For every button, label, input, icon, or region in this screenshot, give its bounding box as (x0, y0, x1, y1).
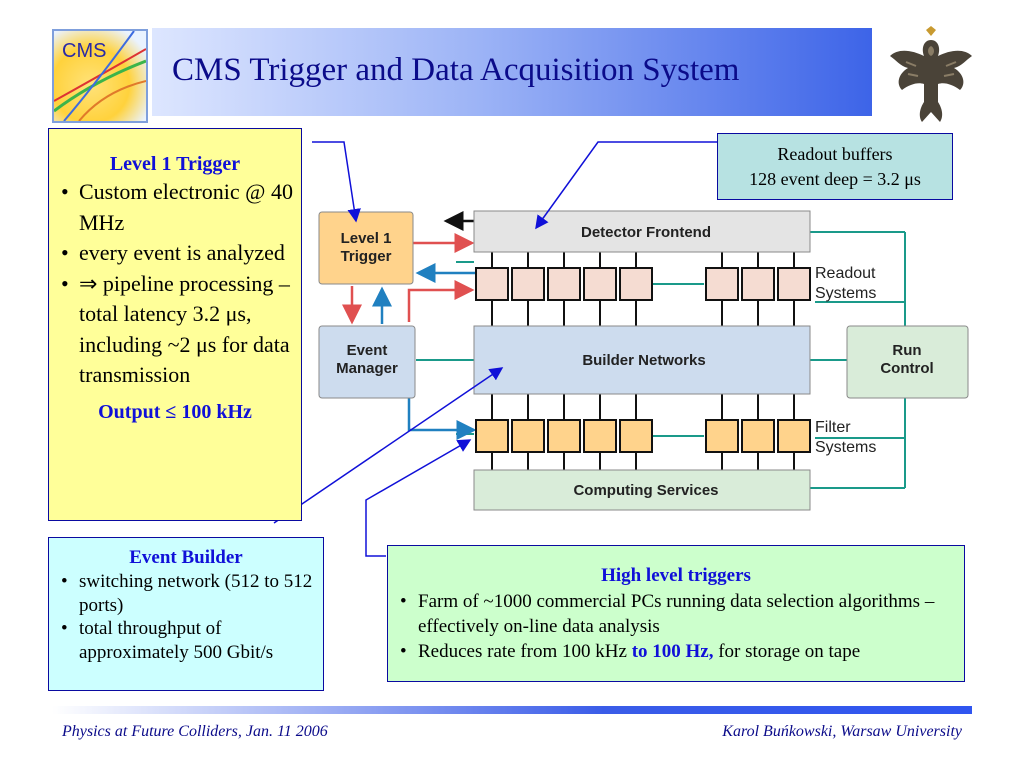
builder-networks-label: Builder Networks (582, 352, 705, 369)
page-title: CMS Trigger and Data Acquisition System (172, 52, 740, 88)
level1-trigger-label-line2: Trigger (341, 248, 392, 265)
level1-trigger-list: Custom electronic @ 40 MHz every event i… (57, 177, 301, 391)
readout-systems-label-line1: Readout (815, 265, 876, 282)
readout-buffers-title: Readout buffers (777, 144, 893, 164)
event-manager-label-line1: Event (347, 342, 388, 359)
run-control-label-line1: Run (892, 342, 921, 359)
rate-text-end: for storage on tape (713, 641, 861, 662)
level1-trigger-heading: Level 1 Trigger (109, 153, 241, 175)
readout-buffers-note: Readout buffers 128 event deep = 3.2 μs (717, 133, 953, 200)
high-level-triggers-note: High level triggers Farm of ~1000 commer… (387, 545, 965, 682)
high-level-triggers-heading: High level triggers (601, 565, 751, 586)
high-level-triggers-list: Farm of ~1000 commercial PCs running dat… (396, 589, 964, 664)
list-item: switching network (512 to 512 ports) (57, 570, 323, 617)
filter-systems-label-line1: Filter (815, 419, 851, 436)
control-network-lines (416, 231, 906, 489)
level1-trigger-block (318, 211, 414, 285)
cms-logo-text: CMS (62, 40, 106, 62)
footer-event: Physics at Future Colliders, Jan. 11 200… (62, 723, 328, 740)
callout-pointers (273, 141, 717, 557)
footer-divider (52, 706, 972, 714)
list-item: total throughput of approximately 500 Gb… (57, 617, 323, 664)
computing-services-label: Computing Services (573, 482, 718, 499)
cms-logo-icon: CMS (52, 29, 148, 123)
run-control-label-line2: Control (880, 360, 933, 377)
rate-text-highlight: to 100 Hz, (631, 641, 714, 662)
module-links (491, 252, 795, 470)
run-control-block (846, 325, 969, 399)
detector-frontend-block (473, 210, 811, 253)
builder-networks-block (473, 325, 811, 395)
event-builder-heading: Event Builder (129, 547, 243, 568)
list-item: Reduces rate from 100 kHz to 100 Hz, for… (396, 639, 964, 664)
readout-modules (475, 267, 811, 301)
level1-output-rate: Output ≤ 100 kHz (98, 400, 252, 423)
list-item: Farm of ~1000 commercial PCs running dat… (396, 589, 964, 639)
dataflow-arrows (342, 211, 477, 440)
detector-frontend-label: Detector Frontend (581, 224, 711, 241)
list-item: ⇒ pipeline processing – total latency 3.… (57, 269, 301, 391)
event-builder-list: switching network (512 to 512 ports) tot… (57, 570, 323, 664)
level1-trigger-label-line1: Level 1 (341, 230, 392, 247)
filter-systems-label-line2: Systems (815, 439, 876, 456)
list-item: every event is analyzed (57, 238, 301, 269)
event-manager-label-line2: Manager (336, 360, 398, 377)
list-item: Custom electronic @ 40 MHz (57, 177, 301, 238)
event-builder-note: Event Builder switching network (512 to … (48, 537, 324, 691)
title-bar (152, 28, 872, 116)
rate-text-start: Reduces rate from 100 kHz (418, 641, 632, 662)
event-manager-block (318, 325, 416, 399)
level1-trigger-note: Level 1 Trigger Custom electronic @ 40 M… (48, 128, 302, 521)
eagle-crest-icon (886, 26, 976, 124)
filter-modules (475, 419, 811, 453)
footer-author: Karol Buńkowski, Warsaw University (722, 723, 962, 740)
readout-systems-label-line2: Systems (815, 285, 876, 302)
readout-buffers-depth: 128 event deep = 3.2 μs (749, 169, 921, 189)
computing-services-block (473, 469, 811, 511)
